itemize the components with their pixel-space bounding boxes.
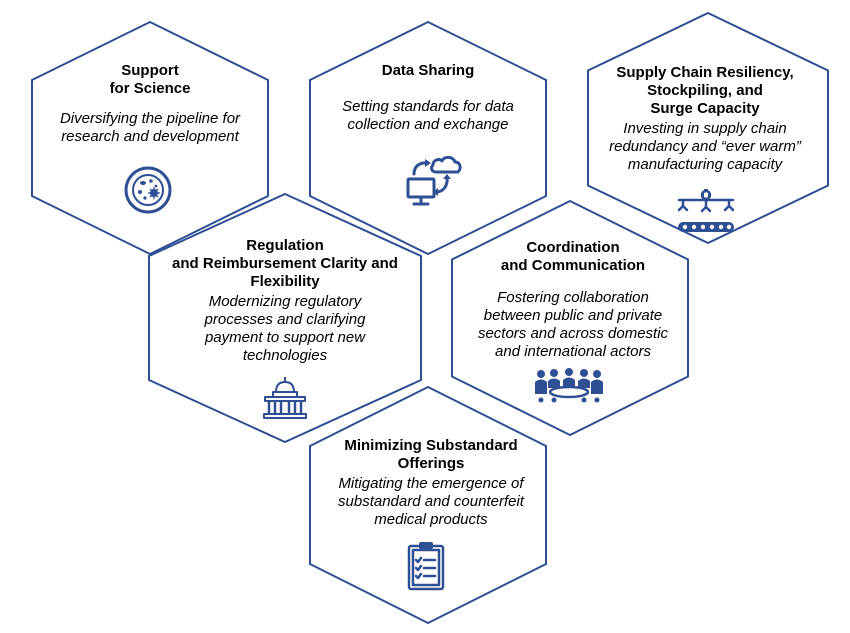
hexagon-outline-2	[309, 20, 547, 256]
petri-dish-icon	[124, 166, 172, 214]
hex-title: Support for Science	[109, 62, 191, 97]
clipboard-checklist-icon	[407, 542, 445, 591]
hex-title: Coordination and Communication	[500, 239, 646, 274]
hexagon-outline-4	[148, 192, 422, 444]
hex-description: Modernizing regulatory processes and cla…	[204, 293, 366, 364]
hex-description: Mitigating the emergence of substandard …	[338, 475, 524, 528]
hex-title: Regulation and Reimbursement Clarity and…	[172, 237, 398, 290]
hex-supply-chain: Supply Chain Resiliency, Stockpiling, an…	[580, 64, 830, 174]
hex-substandard: Minimizing Substandard Offerings Mitigat…	[316, 437, 546, 529]
hexagon-outline-1	[31, 20, 269, 256]
hex-title: Supply Chain Resiliency, Stockpiling, an…	[616, 64, 794, 117]
hex-data-sharing: Data Sharing Setting standards for data …	[308, 62, 548, 134]
hexagon-outline-6	[309, 385, 547, 625]
cloud-computer-sync-icon	[406, 155, 462, 206]
meeting-table-icon	[535, 368, 603, 403]
hex-coordination: Coordination and Communication Fostering…	[458, 239, 688, 361]
assembly-line-icon	[677, 189, 735, 232]
hex-title: Minimizing Substandard Offerings	[344, 437, 518, 472]
hex-title: Data Sharing	[381, 62, 475, 79]
hex-support-science: Support for Science Diversifying the pip…	[40, 62, 260, 146]
hex-regulation: Regulation and Reimbursement Clarity and…	[150, 237, 420, 365]
hexagon-outline-3	[587, 11, 829, 245]
hexagon-outline-5	[451, 199, 689, 437]
hex-description: Investing in supply chain redundancy and…	[609, 120, 801, 173]
hex-description: Fostering collaboration between public a…	[477, 289, 669, 360]
capitol-building-icon	[263, 377, 307, 419]
hex-description: Diversifying the pipeline for research a…	[59, 110, 241, 145]
hex-description: Setting standards for data collection an…	[342, 98, 514, 133]
